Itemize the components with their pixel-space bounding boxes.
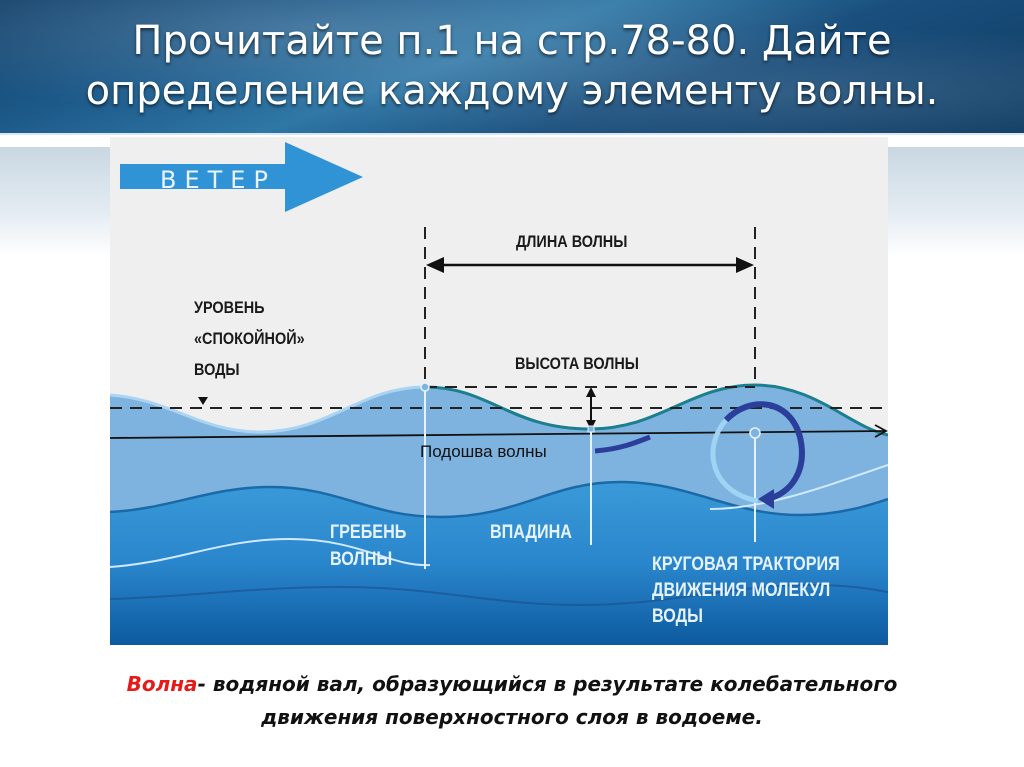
- orbit-arrow-icon: [723, 401, 805, 502]
- decor-strip-right: [888, 147, 1024, 257]
- still-water-label-3: ВОДЫ: [194, 360, 240, 379]
- orbit-light-arc: [710, 418, 759, 504]
- trough-label: ВПАДИНА: [490, 522, 572, 543]
- wave-height-label: ВЫСОТА ВОЛНЫ: [515, 354, 639, 373]
- arrow-left-icon: [426, 257, 444, 273]
- wavelength-label: ДЛИНА ВОЛНЫ: [516, 232, 628, 251]
- wave-diagram: ВЕТЕР ДЛИНА ВОЛНЫ ВЫСОТА ВОЛНЫ УРОВЕНЬ «…: [110, 137, 888, 645]
- still-water-label-1: УРОВЕНЬ: [194, 298, 265, 317]
- wave-definition: Волна- водяной вал, образующийся в резул…: [0, 668, 1024, 734]
- title-line-2: определение каждому элементу волны.: [85, 68, 939, 114]
- orbit-label-3: ВОДЫ: [652, 606, 703, 627]
- decor-strip-left: [0, 147, 110, 257]
- wind-label: ВЕТЕР: [160, 166, 276, 194]
- slide-header: Прочитайте п.1 на стр.78-80. Дайте опред…: [0, 0, 1024, 135]
- wind-arrow-icon: [120, 142, 363, 212]
- wave-diagram-graphic: [110, 142, 888, 645]
- title-line-1: Прочитайте п.1 на стр.78-80. Дайте: [132, 18, 892, 64]
- definition-line-2: движения поверхностного слоя в водоеме.: [261, 705, 763, 729]
- definition-text-1: - водяной вал, образующийся в результате…: [197, 672, 898, 696]
- definition-term: Волна: [126, 672, 198, 696]
- slide-title: Прочитайте п.1 на стр.78-80. Дайте опред…: [0, 16, 1024, 116]
- definition-line-1: Волна- водяной вал, образующийся в резул…: [0, 668, 1024, 701]
- arrow-right-icon: [736, 257, 754, 273]
- crest-label-2: ВОЛНЫ: [330, 549, 393, 570]
- crest-label-1: ГРЕБЕНЬ: [330, 522, 407, 543]
- orbit-label-1: КРУГОВАЯ ТРАКТОРИЯ: [652, 554, 840, 575]
- still-water-label-2: «СПОКОЙНОЙ»: [194, 329, 305, 348]
- water-level-marker-icon: [198, 397, 208, 405]
- orbit-label-2: ДВИЖЕНИЯ МОЛЕКУЛ: [652, 580, 831, 601]
- trough-base-label: Подошва волны: [420, 442, 547, 461]
